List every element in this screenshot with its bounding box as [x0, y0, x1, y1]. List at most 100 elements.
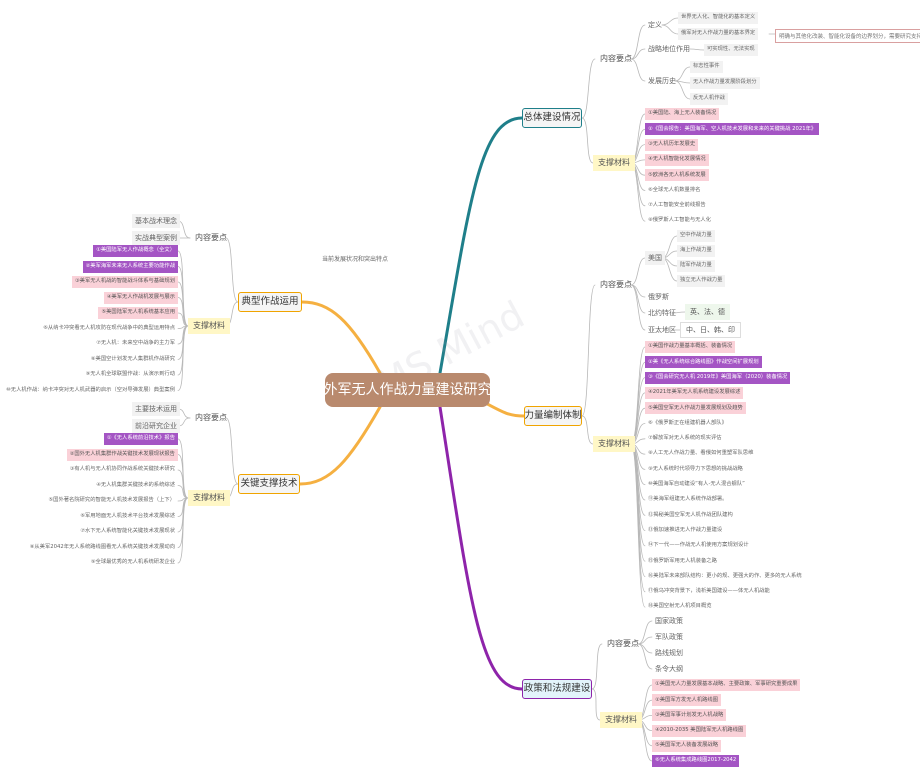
definition-item[interactable]: 世界无人化、智能化的基本定义 — [678, 12, 759, 24]
policy-content[interactable]: 内容要点 — [607, 639, 639, 648]
typical-item[interactable]: 实战典型案例 — [132, 231, 180, 245]
overall-definition[interactable]: 定义 — [648, 20, 662, 29]
branch-typical[interactable]: 典型作战运用 — [238, 292, 302, 312]
support-item[interactable]: ②美《无人系统综合路线图》作战空间扩展规划 — [645, 356, 762, 369]
support-item[interactable]: ⑤国外著名院研究的智能无人机技术发展报告（上下） — [48, 497, 175, 504]
support-item[interactable]: ①美国陆、海上无人装备情况 — [645, 108, 720, 120]
support-item[interactable]: ③美国军事计划发无人机战略 — [652, 709, 727, 722]
policy-item[interactable]: 条令大纲 — [655, 664, 683, 673]
branch-tech[interactable]: 关键支撑技术 — [238, 474, 300, 494]
policy-item[interactable]: 军队政策 — [655, 632, 683, 641]
history-item[interactable]: 标志性事件 — [690, 61, 723, 73]
force-content[interactable]: 内容要点 — [600, 280, 632, 289]
support-item[interactable]: ⑨无人系统时代领导力下思想的挑战战略 — [648, 465, 743, 472]
tech-support[interactable]: 支撑材料 — [188, 490, 230, 506]
support-item[interactable]: ②美国军方发无人机路线图 — [652, 694, 722, 707]
support-item[interactable]: ⑥军用地面无人机技术平台技术发展综述 — [80, 512, 175, 519]
support-item[interactable]: ⑥从纳卡冲突看无人机攻防在现代战争中的典型运用特点 — [43, 324, 175, 331]
typical-content[interactable]: 内容要点 — [195, 233, 227, 242]
support-item[interactable]: ⑰俄乌冲突背景下，浅析美国建设——体无人机战能 — [648, 588, 770, 595]
support-item[interactable]: ⑧俄罗斯人工智能与无人化 — [648, 217, 712, 224]
support-item[interactable]: ④美军无人作战机发展与展示 — [103, 291, 178, 304]
us-item[interactable]: 陆军作战力量 — [677, 260, 715, 272]
strategic-item[interactable]: 可实现性、无法实现 — [704, 44, 758, 56]
force-russia[interactable]: 俄罗斯 — [648, 292, 669, 301]
support-item[interactable]: ⑧从美军2042年无人系统路线图看无人系统关键技术发展动向 — [29, 543, 175, 550]
support-item[interactable]: ①美国陆军无人作战概念（全文） — [93, 245, 178, 257]
policy-item[interactable]: 国家政策 — [655, 616, 683, 625]
support-item[interactable]: ⑤美国空军无人作战力量发展规划及趋势 — [645, 402, 746, 415]
overall-history[interactable]: 发展历史 — [648, 76, 676, 85]
support-item[interactable]: ①美国无人力量发展基本战略、主要政策、军事研究重要成果 — [652, 679, 801, 691]
support-item[interactable]: ④无人机集群关键技术的系统综述 — [96, 481, 175, 488]
support-item[interactable]: ⑯美陆军未来部队结构：更小的规、更强大的作、更多的无人系统 — [648, 572, 802, 579]
policy-support[interactable]: 支撑材料 — [600, 712, 642, 728]
overall-strategic[interactable]: 战略地位作用 — [648, 44, 690, 53]
support-item[interactable]: ⑨无人机全球联盟作战：从演示到行动 — [85, 371, 176, 378]
connector — [177, 297, 189, 327]
definition-note[interactable]: 明确与其他化改装、智能化设备的边界划分，需要研究支持 — [775, 29, 920, 43]
support-item[interactable]: ⑱美国空射无人机项目概览 — [648, 603, 712, 610]
connector — [177, 312, 189, 327]
support-item[interactable]: ⑪美海军组建无人系统作战部署。 — [648, 496, 728, 503]
history-item[interactable]: 反无人机作战 — [690, 93, 728, 105]
force-asia[interactable]: 亚太地区 — [648, 325, 676, 334]
branch-overall[interactable]: 总体建设情况 — [522, 108, 582, 128]
support-item[interactable]: ⑥无人系统集成路线图2017-2042 — [652, 755, 740, 767]
support-item[interactable]: ③美军无人机战的智能战斗体系与基础规划 — [71, 276, 178, 288]
history-item[interactable]: 无人作战力量发展阶段划分 — [690, 77, 760, 89]
us-item[interactable]: 海上作战力量 — [677, 245, 715, 257]
tech-item[interactable]: 前沿研究企业 — [132, 419, 180, 433]
support-item[interactable]: ⑦人工智能安全前线报告 — [648, 202, 706, 209]
support-item[interactable]: ①美国作战力量基本概括、装备情况 — [645, 341, 736, 353]
support-item[interactable]: ②国外无人机集群作战关键技术发展现状报告 — [66, 448, 178, 461]
support-item[interactable]: ③无人机历年发展史 — [645, 138, 699, 151]
support-item[interactable]: ⑫揭秘美国空军无人机作战团队建构 — [648, 511, 733, 518]
support-item[interactable]: ④无人机智能化发展情况 — [645, 153, 709, 166]
support-item[interactable]: ⑥《俄罗斯正在组建机器人部队》 — [648, 419, 727, 426]
tech-content[interactable]: 内容要点 — [195, 413, 227, 422]
support-item[interactable]: ⑦解放军对无人系统的现实评估 — [648, 435, 722, 442]
tech-item[interactable]: 主要技术运用 — [132, 402, 180, 416]
force-nato[interactable]: 北约特征 — [648, 308, 676, 317]
connector-typical — [300, 300, 382, 375]
us-item[interactable]: 独立无人作战力量 — [677, 275, 726, 287]
overall-support[interactable]: 支撑材料 — [593, 155, 635, 171]
support-item[interactable]: ⑧人工无人作战力量、看俄如何重塑军队思维 — [648, 450, 754, 457]
support-item[interactable]: ①《无人系统前沿技术》报告 — [103, 433, 178, 445]
typical-item[interactable]: 基本战术理念 — [132, 214, 180, 228]
support-item[interactable]: ⑤欧洲各无人机系统发展 — [645, 169, 709, 182]
support-item[interactable]: ⑦无人机：未来空中战争的主力军 — [96, 340, 175, 347]
support-item[interactable]: ⑭下一代——作战无人机使用方案规划设计 — [648, 542, 749, 549]
branch-force[interactable]: 力量编制体制 — [524, 406, 582, 426]
us-item[interactable]: 空中作战力量 — [677, 230, 715, 242]
policy-item[interactable]: 路线规划 — [655, 648, 683, 657]
support-item[interactable]: ③《国会研究无人机 2019年》美国海军（2020）装备情况 — [645, 371, 791, 384]
support-item[interactable]: ⑬俄加速推进无人作战力量建设 — [648, 526, 723, 533]
support-item[interactable]: ⑮俄罗斯军用无人机装备之路 — [648, 557, 717, 564]
support-item[interactable]: ⑥全球无人机数量排名 — [648, 186, 701, 193]
overall-content[interactable]: 内容要点 — [600, 54, 632, 63]
force-us[interactable]: 美国 — [645, 251, 665, 265]
connector — [630, 346, 646, 445]
support-item[interactable]: ⑤美国陆军无人机系统基本应用 — [98, 307, 178, 319]
nato-item[interactable]: 英、法、德 — [685, 304, 730, 320]
definition-item[interactable]: 俄军对无人作战力量的基本界定 — [678, 28, 759, 40]
support-item[interactable]: ⑩无人机作战：纳卡冲突对无人机武器的启示（空对导弹发展）典型案例 — [6, 386, 175, 393]
branch-policy[interactable]: 政策和法规建设 — [522, 679, 592, 699]
support-item[interactable]: ②《国会报告：美国海军、空人机技术发展和未来的关键挑战 2021年》 — [645, 123, 820, 136]
support-item[interactable]: ④2021年美军无人机系统建设发展综述 — [645, 386, 744, 399]
support-item[interactable]: ③有人机与无人机协同作战系统关键技术研究 — [69, 466, 175, 473]
asia-item[interactable]: 中、日、韩、印 — [680, 322, 741, 338]
support-item[interactable]: ②美军海军未来无人系统主要功能作战 — [82, 260, 178, 273]
typical-support[interactable]: 支撑材料 — [188, 318, 230, 334]
root-topic[interactable]: 外军无人作战力量建设研究 — [324, 373, 492, 407]
support-item[interactable]: ⑨全球最优秀的无人机系统研发企业 — [90, 559, 175, 566]
support-item[interactable]: ⑧美国空计划发无人集群机作战研究 — [90, 355, 175, 362]
floating-label[interactable]: 当前发展状况和突出特点 — [322, 256, 389, 263]
support-item[interactable]: ⑩美国海军自动建设“有人-无人混合舰队” — [648, 481, 745, 488]
support-item[interactable]: ⑤美国军无人装备发展战略 — [652, 739, 722, 752]
support-item[interactable]: ⑦水下无人系统智能化关键技术发展现状 — [80, 528, 175, 535]
support-item[interactable]: ④2010-2035 美国陆军无人机路线图 — [652, 724, 747, 737]
force-support[interactable]: 支撑材料 — [593, 436, 635, 452]
